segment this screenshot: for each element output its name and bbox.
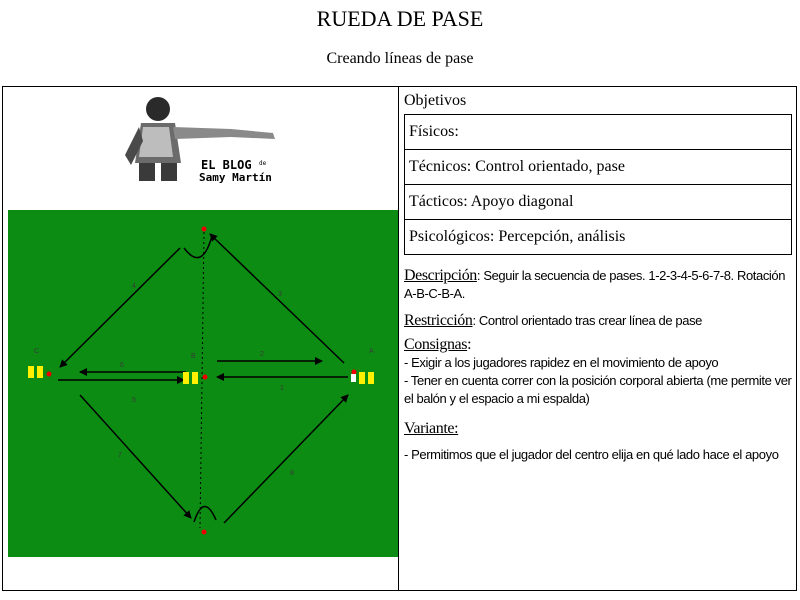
consignas-section: Consignas: - Exigir a los jugadores rapi… [404,336,794,408]
run-line-vertical [199,231,205,529]
consignas-colon: : [467,336,472,353]
consignas-heading: Consignas [404,336,468,353]
cone-bottom [201,529,207,535]
label-pass-3: 3 [278,291,282,298]
label-pass-8: 8 [290,470,294,477]
label-pos-c: C [34,348,39,355]
player-group-b [183,372,208,384]
restriction-heading: Restricción [404,312,473,329]
page-title: RUEDA DE PASE [316,6,484,31]
run-curve-top [183,235,213,259]
description-heading: Descripción [404,267,477,284]
logo-line1: EL BLOG [201,158,252,172]
variante-section: Variante: - Permitimos que el jugador de… [404,420,794,464]
objective-technical: Técnicos: Control orientado, pase [404,149,792,185]
variante-heading: Variante: [404,420,459,437]
coach-silhouette-icon [125,97,275,181]
restriction-text: : Control orientado tras crear línea de … [472,313,703,328]
objectives-heading: Objetivos [404,92,467,109]
label-pass-1: 1 [280,385,284,392]
consigna-item: - Exigir a los jugadores rapidez en el m… [404,355,719,370]
consigna-item: - Tener en cuenta correr con la posición… [404,373,792,406]
objective-psychological: Psicológicos: Percepción, análisis [404,219,792,255]
pass-arrow-3 [209,233,345,364]
objectives-table: Físicos: Técnicos: Control orientado, pa… [404,114,792,255]
label-pos-a: A [369,348,374,355]
blog-logo: EL BLOG de Samy Martín [125,97,275,183]
page-subtitle: Creando líneas de pase [326,50,474,67]
objective-row: Tácticos: Apoyo diagonal [404,184,792,220]
restriction-section: Restricción: Control orientado tras crea… [404,312,794,330]
label-pos-b: B [191,353,196,360]
objective-row: Físicos: [404,114,792,150]
objective-row: Técnicos: Control orientado, pase [404,149,792,185]
pass-arrow-4 [59,247,181,368]
run-curve-bottom [193,505,217,523]
objective-row: Psicológicos: Percepción, análisis [404,219,792,255]
label-pass-2: 2 [260,351,264,358]
column-divider [398,86,399,591]
label-pass-7: 7 [118,452,122,459]
label-pass-5: 5 [132,397,136,404]
player-group-a [351,369,374,384]
pitch [8,210,398,557]
pass-wheel-diagram: C B A 1 2 3 4 5 6 7 8 [8,210,398,557]
description-text: : Seguir la secuencia de pases. 1-2-3-4-… [404,268,786,301]
left-column: EL BLOG de Samy Martín [3,87,398,590]
label-pass-6: 6 [120,362,124,369]
pass-arrow-8 [223,394,349,524]
pass-arrow-7 [79,394,192,519]
cone-top [201,226,207,232]
content-frame [2,86,797,591]
logo-line1-small: de [259,160,267,167]
objective-tactical: Tácticos: Apoyo diagonal [404,184,792,220]
label-pass-4: 4 [132,283,136,290]
objective-physical: Físicos: [404,114,792,150]
player-group-c [28,366,52,378]
logo-line2: Samy Martín [199,171,272,183]
variante-item: - Permitimos que el jugador del centro e… [404,447,779,462]
description-section: Descripción: Seguir la secuencia de pase… [404,267,794,303]
right-column: Objetivos Físicos: Técnicos: Control ori… [400,87,796,590]
